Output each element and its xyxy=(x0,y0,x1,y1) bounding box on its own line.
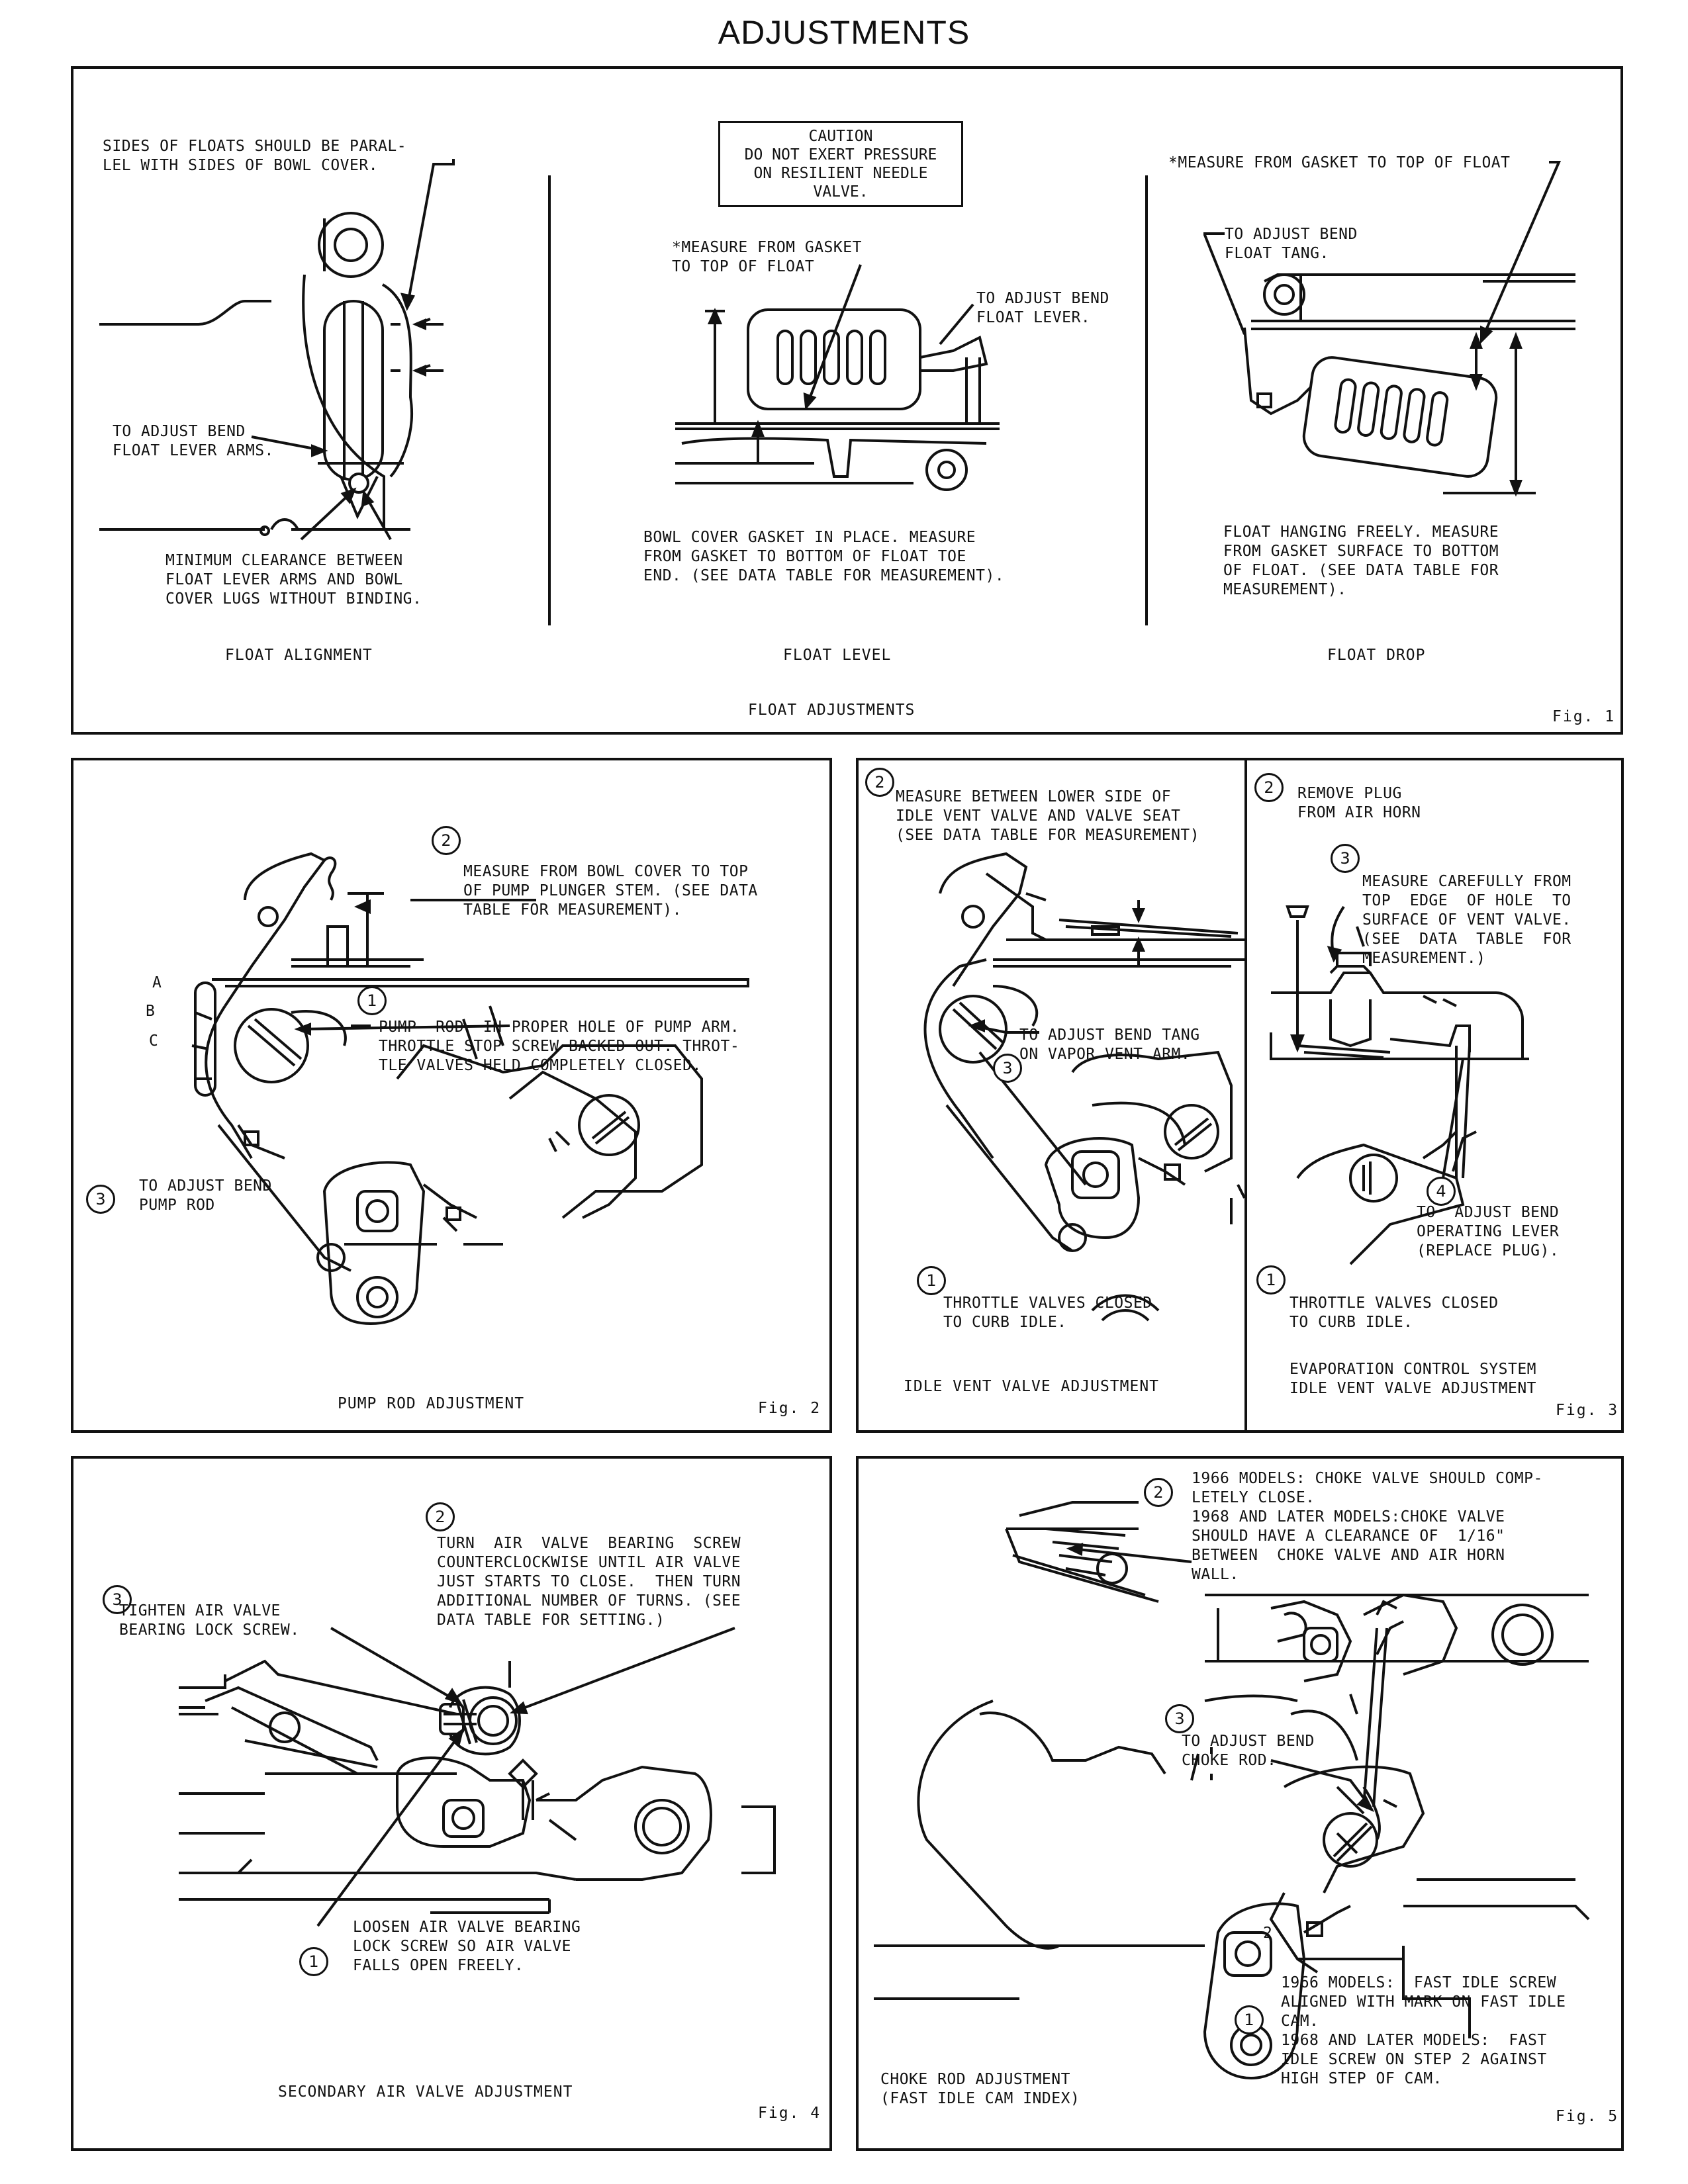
fig3-evap-step2-badge: 2 xyxy=(1254,773,1284,802)
fig1-divider-right xyxy=(1145,175,1148,625)
float-alignment-drawing xyxy=(99,159,455,541)
fig1-label: Fig. 1 xyxy=(1552,708,1616,725)
fig3-evap-drawing xyxy=(1270,905,1529,1265)
fig5-choke-linkage-drawing xyxy=(874,1501,1590,2080)
fig3-evap-step4-badge: 4 xyxy=(1427,1177,1456,1206)
fig2-label: Fig. 2 xyxy=(758,1400,821,1417)
fig2-hole-a: A xyxy=(152,974,162,991)
fig3-idle-note-measure: MEASURE BETWEEN LOWER SIDE OF IDLE VENT … xyxy=(896,788,1200,844)
fig3-idle-step2-badge: 2 xyxy=(865,768,894,797)
float-adjustments-caption: FLOAT ADJUSTMENTS xyxy=(748,702,915,719)
fig4-step2-badge: 2 xyxy=(426,1502,455,1531)
fig2-caption: PUMP ROD ADJUSTMENT xyxy=(338,1395,525,1412)
float-level-note-bottom: BOWL COVER GASKET IN PLACE. MEASURE FROM… xyxy=(643,529,1005,584)
fig4-note-tighten: TIGHTEN AIR VALVE BEARING LOCK SCREW. xyxy=(119,1602,300,1639)
fig5-note-bend: TO ADJUST BEND CHOKE ROD. xyxy=(1182,1733,1315,1769)
fig2-note-measure: MEASURE FROM BOWL COVER TO TOP OF PUMP P… xyxy=(463,863,758,919)
float-level-note-measure: *MEASURE FROM GASKET TO TOP OF FLOAT xyxy=(672,239,862,275)
float-alignment-note-bend: TO ADJUST BEND FLOAT LEVER ARMS. xyxy=(113,423,274,459)
fig5-step1-badge: 1 xyxy=(1235,2005,1264,2034)
fig4-step3-badge: 3 xyxy=(103,1585,132,1614)
fig3-evap-step3-badge: 3 xyxy=(1331,844,1360,873)
fig3-label: Fig. 3 xyxy=(1556,1402,1619,1419)
fig5-note-idle: 1966 MODELS: FAST IDLE SCREW ALIGNED WIT… xyxy=(1281,1974,1566,2087)
page-title: ADJUSTMENTS xyxy=(718,14,970,51)
fig1-divider-left xyxy=(548,175,551,625)
float-level-note-bend: TO ADJUST BEND FLOAT LEVER. xyxy=(976,290,1109,326)
fig3-panel xyxy=(856,758,1624,1433)
float-level-caution-box: CAUTION DO NOT EXERT PRESSURE ON RESILIE… xyxy=(718,121,963,207)
float-alignment-note-parallel: SIDES OF FLOATS SHOULD BE PARAL- LEL WIT… xyxy=(103,138,407,174)
fig4-air-valve-drawing xyxy=(179,1627,776,1927)
fig5-label: Fig. 5 xyxy=(1556,2108,1619,2125)
fig4-note-loosen: LOOSEN AIR VALVE BEARING LOCK SCREW SO A… xyxy=(353,1919,581,1974)
fig5-note-choke: 1966 MODELS: CHOKE VALVE SHOULD COMP- LE… xyxy=(1192,1470,1543,1583)
float-alignment-caption: FLOAT ALIGNMENT xyxy=(225,647,373,664)
float-alignment-note-clearance: MINIMUM CLEARANCE BETWEEN FLOAT LEVER AR… xyxy=(165,552,422,608)
fig2-pump-linkage-drawing xyxy=(191,852,749,1326)
fig4-label: Fig. 4 xyxy=(758,2105,821,2122)
fig2-step1-badge: 1 xyxy=(357,986,387,1015)
fig4-step1-badge: 1 xyxy=(299,1947,328,1976)
fig1-float-adjustments-panel xyxy=(71,66,1623,735)
fig2-step3-badge: 3 xyxy=(86,1185,115,1214)
fig3-idle-step3-badge: 3 xyxy=(993,1054,1022,1083)
float-drop-drawing xyxy=(1203,161,1575,497)
fig3-evap-note-measure: MEASURE CAREFULLY FROM TOP EDGE OF HOLE … xyxy=(1362,873,1571,967)
fig3-evap-caption: EVAPORATION CONTROL SYSTEM IDLE VENT VAL… xyxy=(1289,1361,1537,1397)
fig2-hole-c: C xyxy=(149,1032,159,1050)
fig3-idle-caption: IDLE VENT VALVE ADJUSTMENT xyxy=(904,1378,1160,1395)
float-level-drawing xyxy=(675,264,1000,491)
fig3-idle-vent-drawing xyxy=(923,852,1246,1322)
fig5-step3-badge: 3 xyxy=(1165,1704,1194,1733)
fig3-idle-step1-badge: 1 xyxy=(917,1266,946,1295)
fig3-evap-note-bend: TO ADJUST BEND OPERATING LEVER (REPLACE … xyxy=(1417,1204,1560,1259)
fig2-note-bend: TO ADJUST BEND PUMP ROD xyxy=(139,1177,272,1214)
fig3-idle-note-throttle: THROTTLE VALVES CLOSED TO CURB IDLE. xyxy=(943,1295,1152,1331)
fig5-choke-rod-panel xyxy=(856,1456,1624,2151)
fig3-idle-note-bend: TO ADJUST BEND TANG ON VAPOR VENT ARM. xyxy=(1019,1026,1200,1063)
fig2-step2-badge: 2 xyxy=(432,826,461,855)
float-drop-note-measure: *MEASURE FROM GASKET TO TOP OF FLOAT xyxy=(1168,154,1511,171)
fig4-air-valve-panel xyxy=(71,1456,832,2151)
fig4-caption: SECONDARY AIR VALVE ADJUSTMENT xyxy=(278,2083,573,2101)
fig4-note-turn: TURN AIR VALVE BEARING SCREW COUNTERCLOC… xyxy=(437,1535,741,1629)
fig3-evap-step1-badge: 1 xyxy=(1256,1265,1286,1295)
fig3-evap-note-plug: REMOVE PLUG FROM AIR HORN xyxy=(1297,785,1421,821)
float-drop-note-bottom: FLOAT HANGING FREELY. MEASURE FROM GASKE… xyxy=(1223,523,1499,598)
fig2-pump-rod-panel xyxy=(71,758,832,1433)
fig3-divider xyxy=(1244,758,1247,1433)
fig5-caption: CHOKE ROD ADJUSTMENT (FAST IDLE CAM INDE… xyxy=(880,2071,1080,2107)
fig2-hole-b: B xyxy=(146,1003,156,1020)
fig3-evap-note-throttle: THROTTLE VALVES CLOSED TO CURB IDLE. xyxy=(1289,1295,1499,1331)
fig5-cam-step-label: 2 xyxy=(1263,1925,1273,1942)
float-level-caption: FLOAT LEVEL xyxy=(783,647,892,664)
fig5-step2-badge: 2 xyxy=(1144,1478,1173,1507)
float-drop-note-bend: TO ADJUST BEND FLOAT TANG. xyxy=(1225,226,1358,262)
float-drop-caption: FLOAT DROP xyxy=(1327,647,1426,664)
